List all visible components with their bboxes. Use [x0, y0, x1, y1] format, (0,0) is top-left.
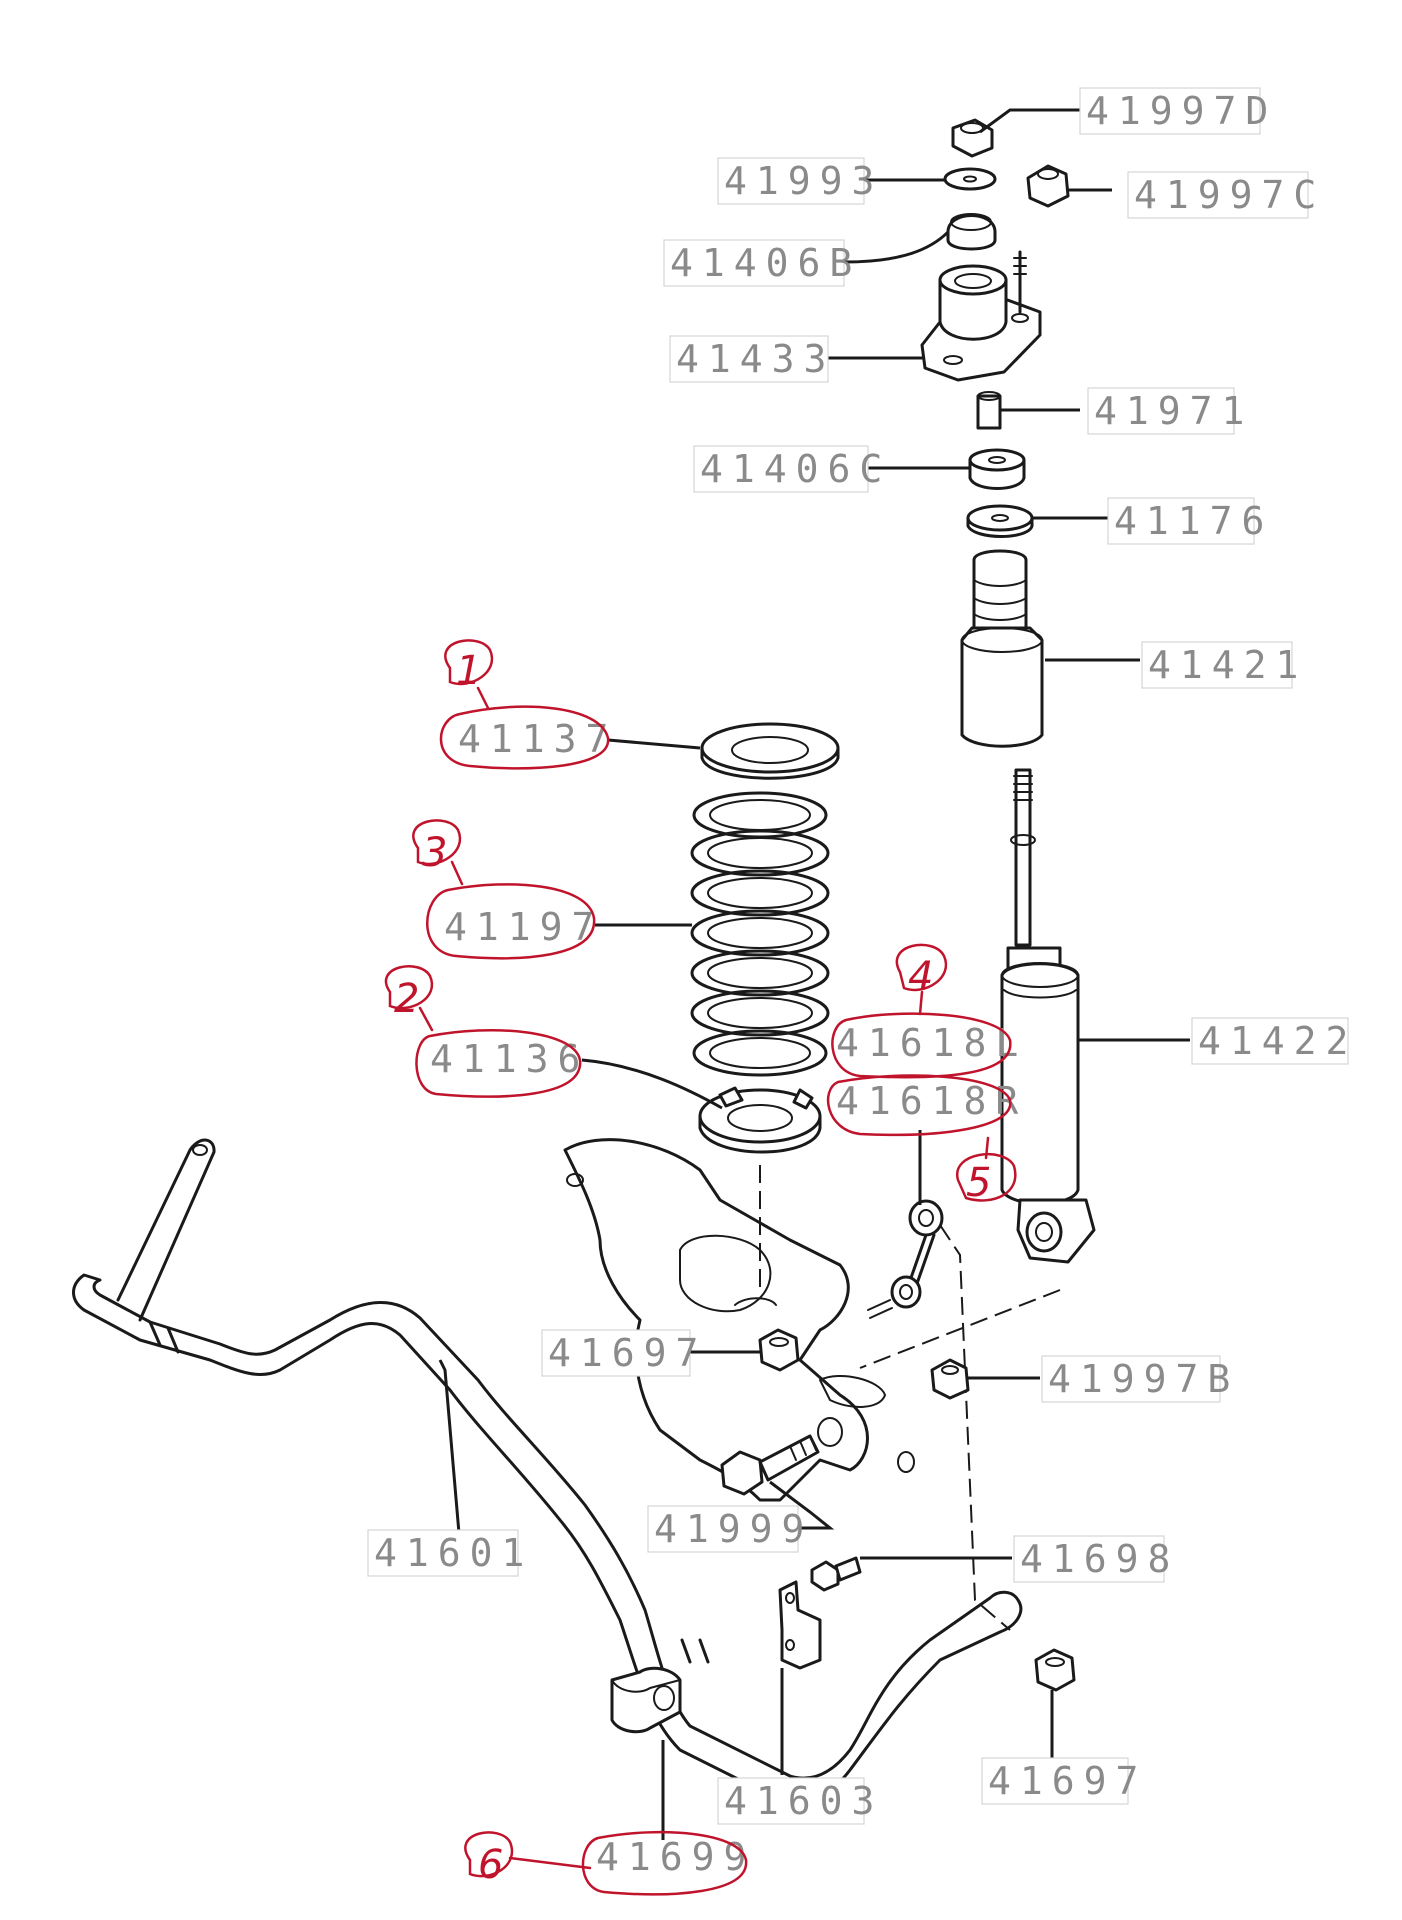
- label-41993: 41993: [724, 159, 883, 203]
- label-41697-lower: 41697: [988, 1759, 1147, 1803]
- dust-boot-41421: [960, 549, 1044, 748]
- callout-1: 1: [456, 648, 481, 694]
- label-41137: 41137: [458, 717, 617, 761]
- annotation-5: 5: [826, 1074, 1017, 1206]
- washer-41993: [943, 167, 997, 191]
- callout-6: 6: [478, 1842, 503, 1888]
- stabilizer-bar-41601: [72, 1138, 1023, 1804]
- shock-absorber-41422: [1000, 946, 1096, 1264]
- label-41421: 41421: [1148, 643, 1307, 687]
- label-41603: 41603: [724, 1779, 883, 1823]
- label-41699: 41699: [596, 1835, 755, 1879]
- shock-rod: [1010, 768, 1036, 947]
- label-41971: 41971: [1094, 389, 1253, 433]
- label-41176: 41176: [1114, 499, 1273, 543]
- small-hardware: [610, 1328, 1076, 1734]
- label-41997B: 41997B: [1048, 1357, 1239, 1401]
- leader-lines: [438, 108, 1190, 1840]
- callout-3: 3: [422, 830, 447, 876]
- label-41618R: 41618R: [836, 1079, 1027, 1123]
- label-41997C: 41997C: [1134, 173, 1325, 217]
- annotation-2: 2: [384, 965, 582, 1098]
- label-41997D: 41997D: [1086, 89, 1277, 133]
- part-labels: 41997D 41993 41997C 41406B 41433 41971 4…: [367, 87, 1357, 1879]
- nut-41697-lower: [1034, 1648, 1076, 1692]
- spring-seat-41137: [700, 722, 840, 780]
- label-41698: 41698: [1020, 1537, 1179, 1581]
- label-41136: 41136: [430, 1037, 589, 1081]
- annotation-1: 1: [439, 639, 610, 770]
- nut-41997B: [930, 1358, 970, 1400]
- strut-top-hardware: [920, 118, 1096, 1264]
- spring-seat-41136: [698, 1086, 822, 1154]
- nut-41997C: [1026, 164, 1070, 208]
- label-41601: 41601: [374, 1531, 533, 1575]
- label-41422: 41422: [1198, 1019, 1357, 1063]
- label-41999: 41999: [654, 1507, 813, 1551]
- callout-2: 2: [394, 976, 419, 1022]
- bushing-41406B: [946, 213, 997, 251]
- label-41197: 41197: [444, 905, 603, 949]
- bracket-41603: [778, 1580, 822, 1670]
- annotation-3: 3: [412, 819, 596, 960]
- label-41618L: 41618L: [836, 1021, 1027, 1065]
- annotation-6: 6: [464, 1830, 748, 1896]
- stabilizer-link-41618: [867, 1199, 1011, 1631]
- label-41406B: 41406B: [670, 241, 861, 285]
- bolt-41999: [720, 1434, 820, 1496]
- bushing-41699: [610, 1666, 682, 1734]
- red-annotations: 1 3 2 4 5: [384, 639, 1017, 1896]
- bushing-41406C: [968, 448, 1026, 490]
- label-41433: 41433: [676, 337, 835, 381]
- bolt-41698: [810, 1556, 862, 1592]
- coil-spring-41197: [690, 791, 830, 1077]
- annotation-4: 4: [831, 943, 1012, 1079]
- trailing-arm: [563, 1138, 1061, 1502]
- sleeve-41971: [976, 391, 1002, 430]
- label-41406C: 41406C: [700, 447, 891, 491]
- label-41697-upper: 41697: [548, 1331, 707, 1375]
- nut-41697-upper: [758, 1328, 800, 1372]
- strut-mount-41433: [920, 250, 1042, 382]
- nut-41997D: [951, 118, 994, 158]
- callout-5: 5: [966, 1160, 991, 1206]
- washer-41176: [966, 504, 1034, 538]
- spring-assembly: [690, 722, 840, 1290]
